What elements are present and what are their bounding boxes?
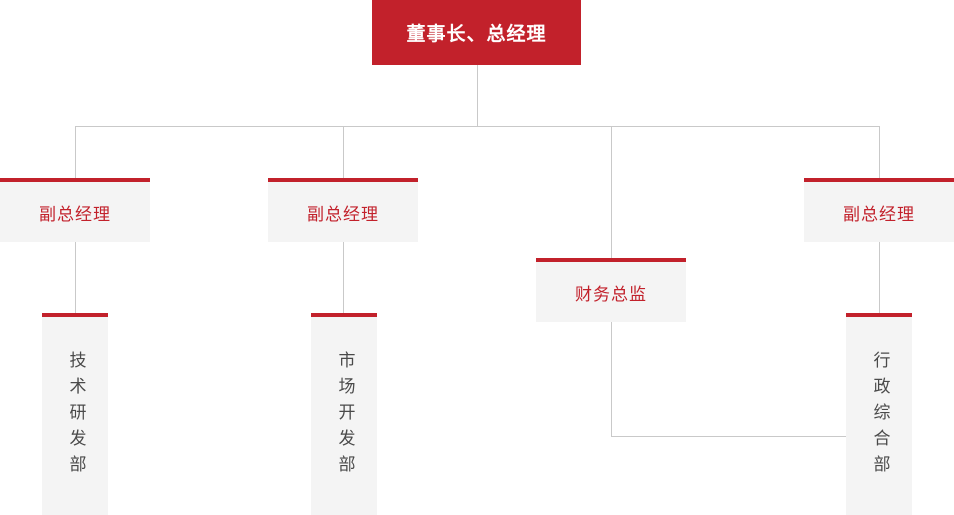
connector-vgm2-to-dept-market bbox=[343, 238, 344, 313]
connector-drop-cfo bbox=[611, 126, 612, 258]
node-chief-financial-officer-label: 财务总监 bbox=[575, 284, 647, 305]
node-vice-general-manager-2-label: 副总经理 bbox=[307, 204, 379, 225]
node-vice-general-manager-1: 副总经理 bbox=[0, 178, 150, 242]
connector-drop-vgm-3 bbox=[879, 126, 880, 178]
node-vice-general-manager-3: 副总经理 bbox=[804, 178, 954, 242]
node-department-market: 市场开发部 bbox=[311, 313, 377, 515]
connector-cfo-to-admin-bar bbox=[611, 436, 849, 437]
node-department-admin-label: 行政综合部 bbox=[869, 351, 890, 481]
connector-cfo-down bbox=[611, 318, 612, 437]
node-vice-general-manager-1-label: 副总经理 bbox=[39, 204, 111, 225]
connector-drop-vgm-1 bbox=[75, 126, 76, 178]
connector-vgm3-to-dept-admin bbox=[879, 238, 880, 313]
node-department-admin: 行政综合部 bbox=[846, 313, 912, 515]
connector-vgm1-to-dept-rd bbox=[75, 238, 76, 313]
connector-trunk-down bbox=[477, 65, 478, 126]
connector-distribution-bar bbox=[75, 126, 879, 127]
node-department-rd: 技术研发部 bbox=[42, 313, 108, 515]
node-vice-general-manager-2: 副总经理 bbox=[268, 178, 418, 242]
node-chairman-label: 董事长、总经理 bbox=[406, 23, 547, 45]
node-department-rd-label: 技术研发部 bbox=[65, 351, 86, 481]
node-chief-financial-officer: 财务总监 bbox=[536, 258, 686, 322]
node-chairman: 董事长、总经理 bbox=[372, 0, 581, 65]
node-vice-general-manager-3-label: 副总经理 bbox=[843, 204, 915, 225]
node-department-market-label: 市场开发部 bbox=[334, 351, 355, 481]
connector-drop-vgm-2 bbox=[343, 126, 344, 178]
